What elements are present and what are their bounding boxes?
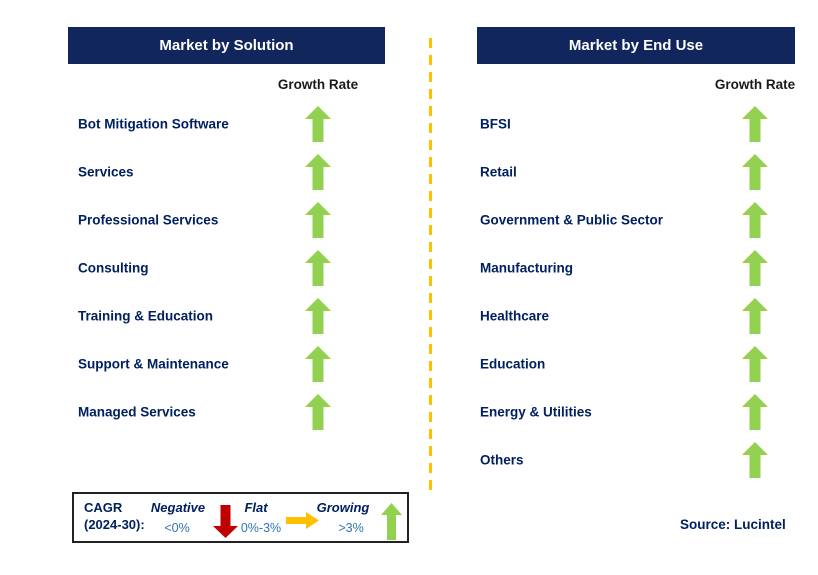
market-by-end-use-panel: Market by End Use Growth Rate BFSI Retai…	[477, 27, 795, 478]
list-item: Others	[477, 436, 795, 484]
list-item: Energy & Utilities	[477, 388, 795, 436]
up-arrow-icon	[742, 298, 768, 334]
up-arrow-icon	[742, 346, 768, 382]
legend-negative-range: <0%	[164, 521, 190, 535]
up-arrow-icon	[305, 250, 331, 286]
up-arrow-icon	[742, 202, 768, 238]
market-by-solution-panel: Market by Solution Growth Rate Bot Mitig…	[68, 27, 385, 430]
list-item: Bot Mitigation Software	[68, 100, 385, 148]
right-arrow-icon	[286, 512, 319, 529]
segment-label: Retail	[480, 164, 517, 180]
list-item: Government & Public Sector	[477, 196, 795, 244]
list-item: Services	[68, 148, 385, 196]
panel-title-end-use: Market by End Use	[477, 27, 795, 64]
up-arrow-icon	[742, 106, 768, 142]
list-item: Consulting	[68, 244, 385, 292]
up-arrow-icon	[305, 202, 331, 238]
up-arrow-icon	[742, 442, 768, 478]
list-item: Professional Services	[68, 196, 385, 244]
cagr-legend: CAGR (2024-30): Negative <0% Flat 0%-3% …	[72, 492, 409, 543]
segment-label: Government & Public Sector	[480, 212, 664, 228]
list-item: Managed Services	[68, 388, 385, 436]
list-item: Support & Maintenance	[68, 340, 385, 388]
panel-title-solution: Market by Solution	[68, 27, 385, 64]
cagr-title-line1: CAGR	[84, 500, 123, 515]
list-item: Retail	[477, 148, 795, 196]
segment-label: Others	[480, 452, 524, 468]
source-attribution: Source: Lucintel	[680, 517, 786, 532]
up-arrow-icon	[381, 503, 402, 540]
segment-label: Training & Education	[78, 308, 214, 324]
list-item: Healthcare	[477, 292, 795, 340]
up-arrow-icon	[305, 346, 331, 382]
list-item: Manufacturing	[477, 244, 795, 292]
up-arrow-icon	[305, 298, 331, 334]
legend-growing-range: >3%	[338, 521, 364, 535]
growth-rate-column-header: Growth Rate	[714, 77, 796, 92]
dashed-divider	[429, 38, 432, 490]
cagr-title-line2: (2024-30):	[84, 517, 145, 532]
up-arrow-icon	[305, 154, 331, 190]
list-item: Training & Education	[68, 292, 385, 340]
list-item: BFSI	[477, 100, 795, 148]
growth-rate-column-header: Growth Rate	[277, 77, 359, 92]
solution-rows: Bot Mitigation Software Services Profess…	[68, 100, 385, 436]
legend-flat-range: 0%-3%	[240, 521, 282, 535]
up-arrow-icon	[305, 394, 331, 430]
up-arrow-icon	[742, 250, 768, 286]
segment-label: Consulting	[78, 260, 149, 276]
down-arrow-icon	[213, 505, 238, 538]
legend-negative-label: Negative	[150, 500, 206, 515]
segment-label: Support & Maintenance	[78, 356, 229, 372]
segment-label: Manufacturing	[480, 260, 573, 276]
segment-label: Managed Services	[78, 404, 196, 420]
segment-label: Healthcare	[480, 308, 550, 324]
segment-label: Bot Mitigation Software	[78, 116, 229, 132]
legend-flat-label: Flat	[244, 500, 268, 515]
up-arrow-icon	[742, 394, 768, 430]
segment-label: Services	[78, 164, 134, 180]
legend-growing-label: Growing	[316, 500, 370, 515]
segment-label: Professional Services	[78, 212, 219, 228]
segment-label: Energy & Utilities	[480, 404, 592, 420]
list-item: Education	[477, 340, 795, 388]
cagr-legend-title: CAGR (2024-30):	[84, 499, 145, 533]
segment-label: Education	[480, 356, 546, 372]
up-arrow-icon	[305, 106, 331, 142]
end-use-rows: BFSI Retail Government & Public Sector M…	[477, 100, 795, 484]
up-arrow-icon	[742, 154, 768, 190]
segment-label: BFSI	[480, 116, 511, 132]
